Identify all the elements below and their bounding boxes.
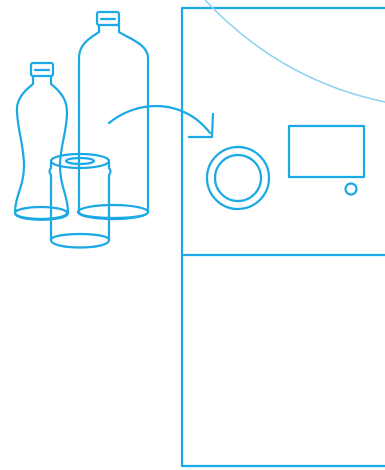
machine-body — [182, 8, 385, 466]
insertion-port-icon — [207, 147, 269, 209]
curved-arrow-icon — [109, 106, 213, 137]
small-bottle-icon — [15, 63, 68, 220]
display-screen-icon — [289, 126, 364, 177]
machine-icon — [182, 8, 385, 466]
large-bottle-icon — [78, 12, 148, 219]
indicator-light-icon — [346, 184, 357, 195]
decorative-arc — [205, 0, 385, 102]
